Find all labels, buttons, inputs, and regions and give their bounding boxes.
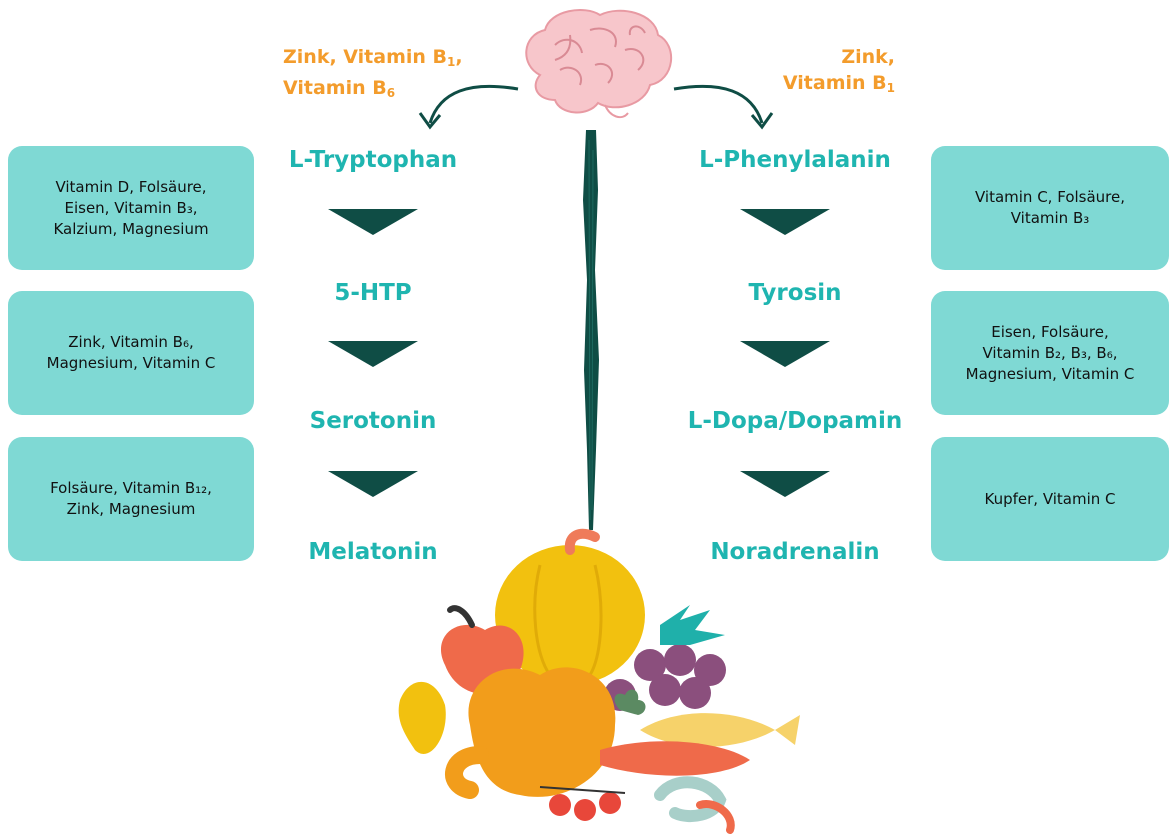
- center-divider: [580, 130, 602, 530]
- cofactor-box-left-3-text: Folsäure, Vitamin B₁₂, Zink, Magnesium: [50, 478, 212, 520]
- cofactor-right-sub2: 1: [887, 81, 895, 95]
- brain-illustration: [510, 5, 680, 125]
- food-illustration: [390, 525, 810, 835]
- arrow-down-right-1: [740, 209, 830, 235]
- curved-arrow-right: [672, 75, 792, 135]
- cofactor-box-left-1-text: Vitamin D, Folsäure, Eisen, Vitamin B₃, …: [53, 177, 208, 240]
- cofactor-right-top: Zink, Vitamin B1: [775, 44, 895, 101]
- cofactor-right-line1: Zink,: [841, 46, 895, 68]
- step-l-tryptophan: L-Tryptophan: [243, 145, 503, 175]
- cofactor-box-right-2-text: Eisen, Folsäure, Vitamin B₂, B₃, B₆, Mag…: [966, 322, 1135, 385]
- arrow-down-right-2: [740, 341, 830, 367]
- cofactor-left-line1: Zink, Vitamin B: [283, 46, 447, 68]
- cofactor-box-left-2-text: Zink, Vitamin B₆, Magnesium, Vitamin C: [47, 332, 216, 374]
- step-l-phenylalanin: L-Phenylalanin: [665, 145, 925, 175]
- curved-arrow-left: [400, 75, 520, 135]
- cofactor-box-right-1-text: Vitamin C, Folsäure, Vitamin B₃: [975, 187, 1125, 229]
- step-tyrosin: Tyrosin: [665, 278, 925, 308]
- cofactor-left-line1-end: ,: [455, 46, 462, 68]
- arrow-down-left-2: [328, 341, 418, 367]
- cofactor-right-line2: Vitamin B: [783, 72, 887, 94]
- arrow-down-right-3: [740, 471, 830, 497]
- step-l-dopa-dopamin: L-Dopa/Dopamin: [665, 406, 925, 436]
- cofactor-box-left-1: Vitamin D, Folsäure, Eisen, Vitamin B₃, …: [8, 146, 254, 270]
- arrow-down-left-3: [328, 471, 418, 497]
- step-5-htp: 5-HTP: [243, 278, 503, 308]
- cofactor-box-left-2: Zink, Vitamin B₆, Magnesium, Vitamin C: [8, 291, 254, 415]
- step-serotonin: Serotonin: [243, 406, 503, 436]
- cofactor-box-right-3: Kupfer, Vitamin C: [931, 437, 1169, 561]
- arrow-down-left-1: [328, 209, 418, 235]
- cofactor-box-left-3: Folsäure, Vitamin B₁₂, Zink, Magnesium: [8, 437, 254, 561]
- cofactor-box-right-3-text: Kupfer, Vitamin C: [984, 489, 1115, 510]
- cofactor-left-sub2: 6: [387, 86, 395, 100]
- cofactor-box-right-2: Eisen, Folsäure, Vitamin B₂, B₃, B₆, Mag…: [931, 291, 1169, 415]
- cofactor-box-right-1: Vitamin C, Folsäure, Vitamin B₃: [931, 146, 1169, 270]
- cofactor-left-line2: Vitamin B: [283, 77, 387, 99]
